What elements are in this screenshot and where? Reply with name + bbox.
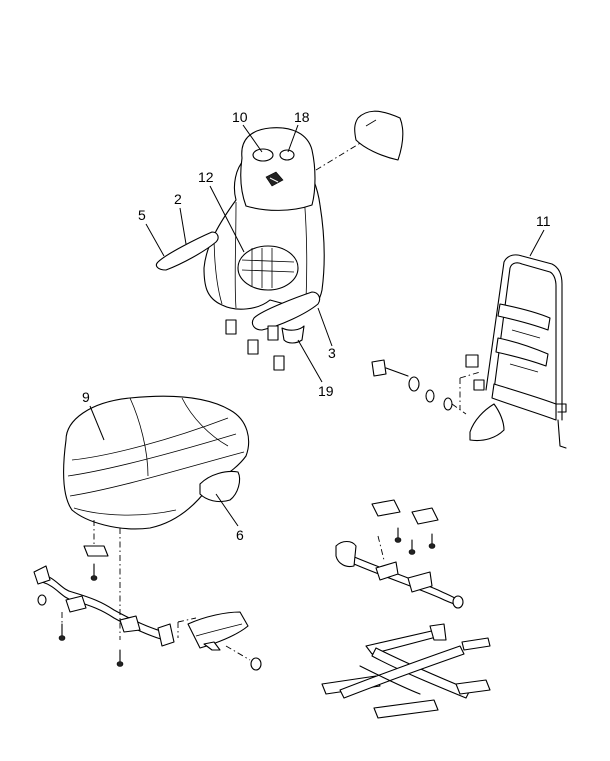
seat-back-assembly bbox=[155, 127, 325, 371]
seat-base-frame bbox=[321, 623, 491, 719]
svg-text:3: 3 bbox=[328, 345, 336, 361]
callout-9: 9 bbox=[82, 389, 105, 441]
callout-6: 6 bbox=[215, 493, 244, 543]
svg-text:12: 12 bbox=[198, 169, 214, 185]
seat-cushion bbox=[63, 395, 250, 640]
svg-text:9: 9 bbox=[82, 389, 90, 405]
callout-19: 19 bbox=[297, 339, 334, 399]
seat-adjuster-track bbox=[335, 499, 464, 609]
svg-text:6: 6 bbox=[236, 527, 244, 543]
callout-11: 11 bbox=[529, 213, 551, 257]
svg-text:10: 10 bbox=[232, 109, 248, 125]
seat-track-rail bbox=[33, 545, 262, 671]
svg-text:5: 5 bbox=[138, 207, 146, 223]
callout-12: 12 bbox=[198, 169, 245, 253]
headrest-panel bbox=[315, 110, 404, 171]
callout-18: 18 bbox=[287, 109, 310, 153]
svg-text:11: 11 bbox=[536, 213, 551, 229]
svg-text:2: 2 bbox=[174, 191, 182, 207]
svg-text:18: 18 bbox=[294, 109, 310, 125]
callout-5: 5 bbox=[138, 207, 165, 257]
callout-2: 2 bbox=[174, 191, 187, 245]
seat-back-frame bbox=[371, 254, 567, 449]
callout-10: 10 bbox=[232, 109, 263, 153]
svg-text:19: 19 bbox=[318, 383, 334, 399]
callout-3: 3 bbox=[317, 307, 336, 361]
